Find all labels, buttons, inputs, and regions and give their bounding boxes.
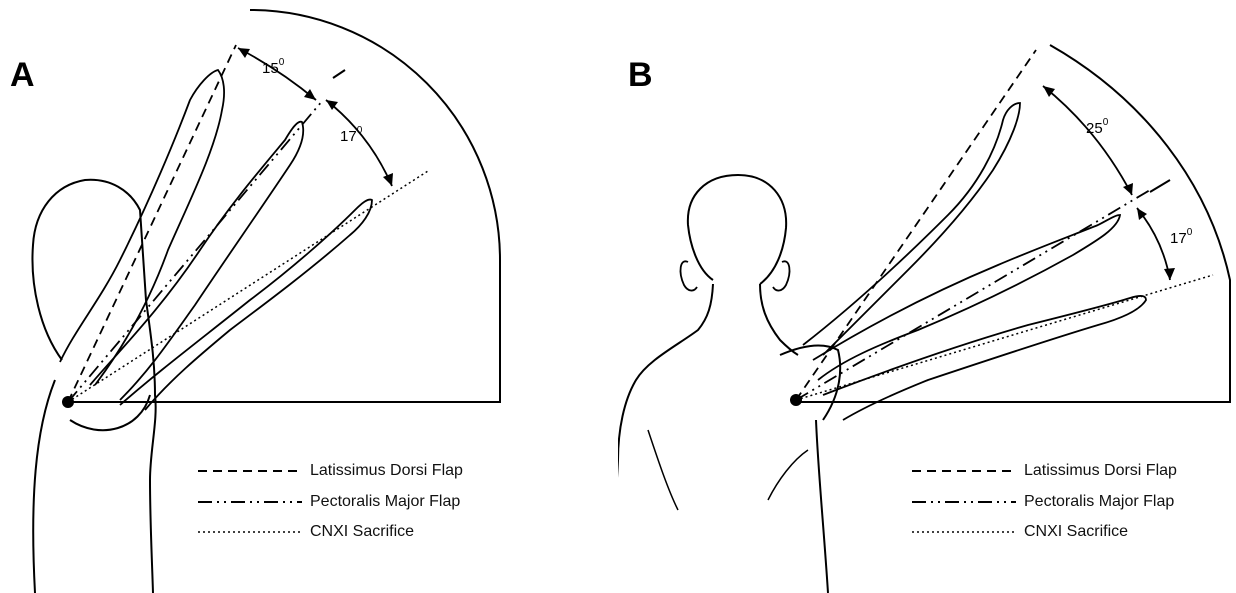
legend-label: Pectoralis Major Flap xyxy=(1024,492,1174,512)
shoulder-outline xyxy=(780,345,840,420)
dash-dot-line-swatch xyxy=(912,500,1016,504)
angle-unit: 0 xyxy=(1103,117,1109,128)
legend-label: CNXI Sacrifice xyxy=(310,522,414,542)
angle-value: 15 xyxy=(262,60,279,77)
cnxi-line xyxy=(796,275,1213,400)
legend-b: Latissimus Dorsi Flap Pectoralis Major F… xyxy=(912,461,1232,551)
torso-right xyxy=(816,420,828,593)
chest-line-1 xyxy=(648,430,678,510)
neck-right xyxy=(760,284,798,355)
legend-a: Latissimus Dorsi Flap Pectoralis Major F… xyxy=(198,461,518,551)
legend-label: Latissimus Dorsi Flap xyxy=(310,461,463,481)
angle-unit: 0 xyxy=(1187,227,1193,238)
legend-label: Latissimus Dorsi Flap xyxy=(1024,461,1177,481)
torso-front xyxy=(33,380,55,593)
angle-arrow-1 xyxy=(1043,86,1132,195)
angle-label: 150 xyxy=(262,60,284,76)
arc-tick xyxy=(1150,180,1170,192)
shoulder-curve xyxy=(70,395,150,430)
angle-value: 25 xyxy=(1086,120,1103,137)
arm-latissimus xyxy=(803,103,1020,355)
pectoralis-line xyxy=(68,100,323,402)
dashed-line-swatch xyxy=(198,469,302,473)
left-ear xyxy=(681,261,697,290)
body-outline xyxy=(32,180,155,593)
angle-label: 170 xyxy=(1170,230,1192,246)
pectoralis-line xyxy=(796,190,1150,400)
panel-letter: B xyxy=(628,58,653,92)
angle-value: 17 xyxy=(1170,230,1187,247)
dotted-line-swatch xyxy=(198,530,302,534)
dash-dot-line-swatch xyxy=(198,500,302,504)
angle-value: 17 xyxy=(340,128,357,145)
shoulder-pivot xyxy=(790,394,802,406)
angle-label: 170 xyxy=(340,128,362,144)
angle-unit: 0 xyxy=(357,125,363,136)
neck-left xyxy=(618,284,713,460)
legend-label: CNXI Sacrifice xyxy=(1024,522,1128,542)
shoulder-pivot xyxy=(62,396,74,408)
legend-label: Pectoralis Major Flap xyxy=(310,492,460,512)
latissimus-line xyxy=(796,50,1036,400)
dashed-line-swatch xyxy=(912,469,1016,473)
chest-line-2 xyxy=(768,450,808,500)
range-arc xyxy=(796,45,1230,402)
angle-unit: 0 xyxy=(279,57,285,68)
dotted-line-swatch xyxy=(912,530,1016,534)
head-outline xyxy=(688,175,786,284)
panel-letter: A xyxy=(10,58,35,92)
angle-label: 250 xyxy=(1086,120,1108,136)
arc-tick xyxy=(333,70,345,78)
